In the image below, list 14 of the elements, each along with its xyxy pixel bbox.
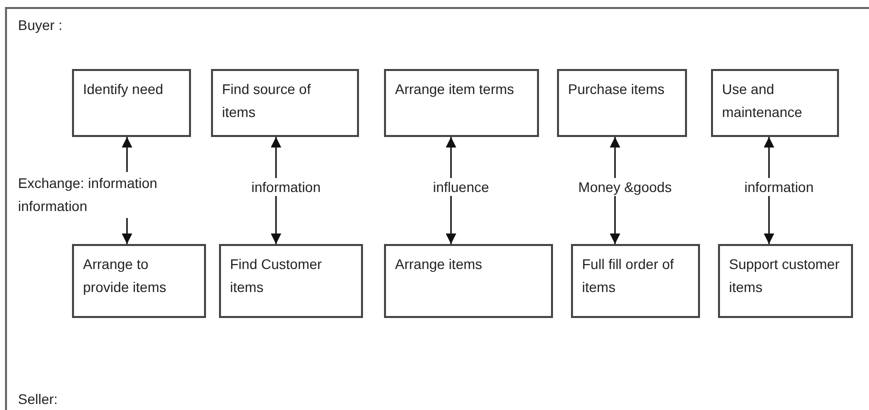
- process-box: Arrange item terms: [384, 69, 539, 137]
- process-box: Arrange to provide items: [72, 244, 206, 318]
- edge-label: influence: [430, 178, 492, 196]
- process-box: Purchase items: [557, 69, 687, 137]
- process-box: Identify need: [72, 69, 191, 137]
- process-box: Support customer items: [718, 244, 853, 318]
- process-box: Find source of items: [211, 69, 359, 137]
- process-box: Find Customer items: [219, 244, 363, 318]
- edge-label: information: [249, 178, 323, 196]
- process-box: Use and maintenance: [711, 69, 839, 137]
- process-box: Arrange items: [384, 244, 553, 318]
- edge-label: information: [742, 178, 816, 196]
- edge-label: Money &goods: [576, 178, 674, 196]
- process-box: Full fill order of items: [571, 244, 700, 318]
